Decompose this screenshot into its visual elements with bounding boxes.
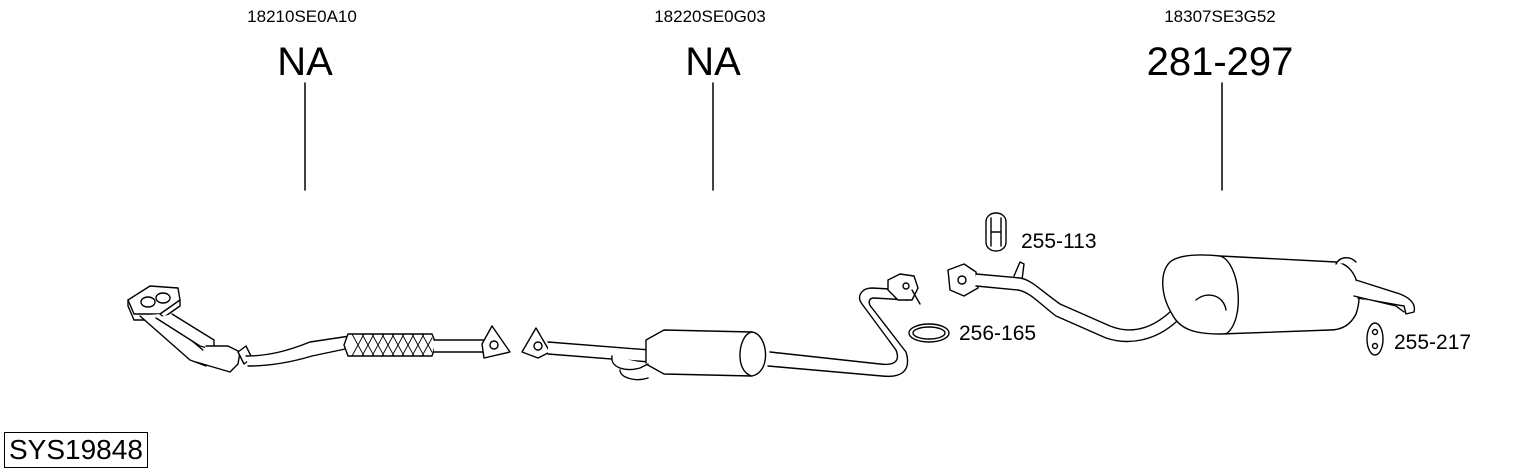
system-code-box: SYS19848 [4, 432, 148, 468]
catalyst-part [521, 273, 921, 381]
part-ref-catalyst[interactable]: NA [685, 40, 741, 84]
accessory-ref-hanger[interactable]: 255-113 [1021, 230, 1097, 253]
accessory-ref-gasket[interactable]: 256-165 [959, 322, 1037, 345]
part-oe-number-rear-silencer: 18307SE3G52 [1164, 7, 1276, 26]
part-ref-front-pipe[interactable]: NA [277, 40, 333, 84]
accessory-ref-mount[interactable]: 255-217 [1394, 331, 1472, 354]
rubber-mount-icon [1366, 322, 1384, 356]
rear-silencer-part [947, 254, 1416, 343]
part-ref-rear-silencer[interactable]: 281-297 [1146, 40, 1294, 84]
part-oe-number-front-pipe: 18210SE0A10 [247, 7, 357, 26]
gasket-ring-icon [908, 323, 950, 343]
rubber-hanger-icon [985, 212, 1007, 252]
front-pipe-part [127, 285, 511, 373]
part-oe-number-catalyst: 18220SE0G03 [654, 7, 766, 26]
